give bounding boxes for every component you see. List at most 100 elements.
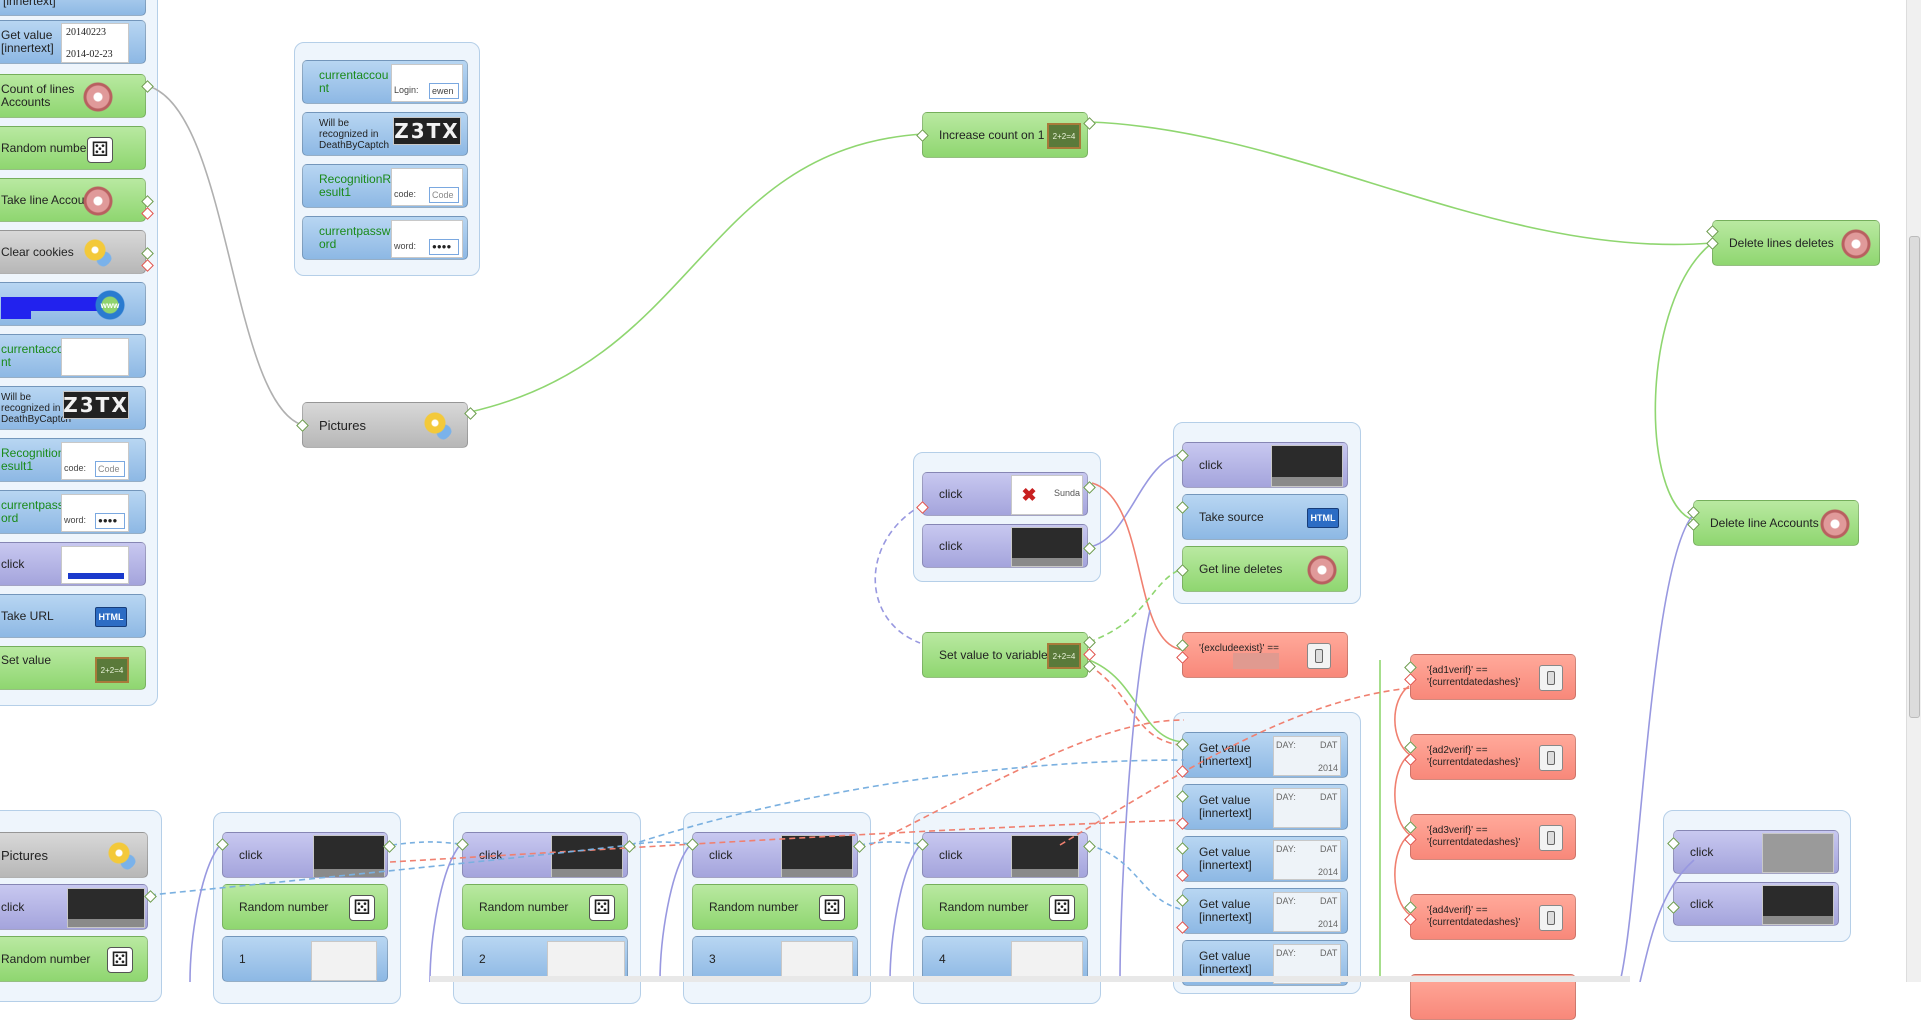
horizontal-scrollbar[interactable] — [430, 976, 1630, 982]
node-label: 2 — [479, 951, 486, 966]
click-node[interactable]: click — [0, 884, 148, 930]
dice-icon: ⚄ — [1049, 895, 1075, 921]
ad1-condition-node[interactable]: '{ad1verif}' == '{currentdatedashes}' — [1410, 654, 1576, 700]
click-node[interactable]: click ✖ Sunda — [922, 472, 1088, 516]
node-label: Delete line Accounts — [1710, 515, 1819, 530]
node-label: Count of lines Accounts — [1, 82, 75, 109]
random-number-node[interactable]: Random number ⚄ — [0, 126, 146, 170]
node-label: click — [479, 847, 503, 862]
get-line-deletes-node[interactable]: Get line deletes — [1182, 546, 1348, 592]
ad2-condition-node[interactable]: '{ad2verif}' == '{currentdatedashes}' — [1410, 734, 1576, 780]
switch-icon — [1539, 825, 1563, 851]
get-value-node[interactable]: Get value [innertext] 20140223 2014-02-2… — [0, 20, 146, 64]
element-preview — [311, 941, 377, 981]
recognition-result-node[interactable]: RecognitionR esult1 code: Code — [0, 438, 146, 482]
pictures-node[interactable]: Pictures — [0, 832, 148, 878]
node-label: Random number — [939, 899, 1029, 914]
node-label: Set value to variable — [939, 647, 1048, 662]
click-node[interactable]: click — [462, 832, 628, 878]
click-node[interactable]: click — [222, 832, 388, 878]
node-label: Will be recognized in DeathByCaptch — [1, 391, 72, 425]
take-line-node[interactable]: Take line Accounts — [0, 178, 146, 222]
get-value-node[interactable]: Get value [innertext] DAY: DAT 2014 — [1182, 836, 1348, 882]
exclude-condition-node[interactable]: '{excludeexist}' == — [1182, 632, 1348, 678]
dice-icon: ⚄ — [819, 895, 845, 921]
currentpassword-variable-node[interactable]: currentpassw ord word: ●●●● — [302, 216, 468, 260]
click-node[interactable]: click — [1673, 882, 1839, 926]
click-node[interactable]: click — [922, 524, 1088, 568]
set-value-node-partial[interactable]: Set value 2+2=4 — [0, 646, 146, 690]
captcha-note-node[interactable]: Will be recognized in DeathByCaptch Z3TX — [302, 112, 468, 156]
date-preview: 20140223 2014-02-23 — [61, 23, 129, 63]
random-number-node[interactable]: Random number ⚄ — [0, 936, 148, 982]
node-label: '{ad1verif}' == '{currentdatedashes}' — [1427, 665, 1521, 688]
node-label: click — [1, 899, 25, 914]
ad3-condition-node[interactable]: '{ad3verif}' == '{currentdatedashes}' — [1410, 814, 1576, 860]
random-number-node[interactable]: Random number ⚄ — [692, 884, 858, 930]
increase-count-node[interactable]: Increase count on 1 2+2=4 — [922, 112, 1088, 158]
scrollbar-thumb[interactable] — [1909, 236, 1920, 718]
vertical-scrollbar[interactable] — [1906, 0, 1921, 982]
node-label: Get value [innertext] — [1199, 793, 1252, 820]
element-preview — [1011, 835, 1079, 877]
gear-icon — [83, 82, 113, 112]
node-label: Increase count on 1 — [939, 127, 1045, 142]
indexed-node[interactable]: 1 — [222, 936, 388, 982]
node-label: click — [939, 538, 963, 553]
redacted-label — [1, 311, 31, 319]
node-label: Will be recognized in DeathByCaptch — [319, 117, 390, 151]
currentpassword-variable-node[interactable]: currentpassw ord word: ●●●● — [0, 490, 146, 534]
node-label: click — [1690, 844, 1714, 859]
pictures-node[interactable]: Pictures — [302, 402, 468, 448]
element-preview: ✖ Sunda — [1011, 475, 1083, 515]
ad4-condition-node[interactable]: '{ad4verif}' == '{currentdatedashes}' — [1410, 894, 1576, 940]
login-field-preview: Login: ewen — [391, 64, 463, 102]
click-node[interactable]: click — [692, 832, 858, 878]
currentaccount-variable-node[interactable]: currentaccou nt Login: ewen — [302, 60, 468, 104]
node-label: currentaccou nt — [319, 68, 389, 95]
web-icon: www — [95, 290, 125, 320]
set-value-to-variable-node[interactable]: Set value to variable 2+2=4 — [922, 632, 1088, 678]
clear-cookies-node[interactable]: Clear cookies — [0, 230, 146, 274]
switch-icon — [1539, 665, 1563, 691]
switch-icon — [1539, 745, 1563, 771]
random-number-node[interactable]: Random number ⚄ — [922, 884, 1088, 930]
take-source-node[interactable]: Take source HTML — [1182, 494, 1348, 540]
node-label: Get value [innertext] — [1199, 741, 1252, 768]
random-number-node[interactable]: Random number ⚄ — [462, 884, 628, 930]
captcha-note-node[interactable]: Will be recognized in DeathByCaptch Z3TX — [0, 386, 146, 430]
switch-icon — [1539, 905, 1563, 931]
node-label: Pictures — [1, 847, 48, 863]
click-node[interactable]: click — [1182, 442, 1348, 488]
html-icon: HTML — [1307, 508, 1339, 528]
get-value-node[interactable]: Get value [innertext] DAY: DAT 2014 — [1182, 732, 1348, 778]
node-label: currentpassw ord — [319, 224, 391, 251]
indexed-node[interactable]: 4 — [922, 936, 1088, 982]
element-preview — [1271, 445, 1343, 487]
count-of-lines-node[interactable]: Count of lines Accounts — [0, 74, 146, 118]
get-value-node[interactable]: Get value [innertext] DAY: DAT — [1182, 784, 1348, 830]
click-node[interactable]: click — [922, 832, 1088, 878]
random-number-node[interactable]: Random number ⚄ — [222, 884, 388, 930]
node-label: currentaccou nt — [1, 342, 71, 369]
currentaccount-variable-node[interactable]: currentaccou nt — [0, 334, 146, 378]
node-label: Clear cookies — [1, 244, 74, 259]
dice-icon: ⚄ — [87, 137, 113, 163]
delete-lines-deletes-node[interactable]: Delete lines deletes — [1712, 220, 1880, 266]
click-node[interactable]: click — [1673, 830, 1839, 874]
delete-line-accounts-node[interactable]: Delete line Accounts — [1693, 500, 1859, 546]
node-label: Get line deletes — [1199, 561, 1283, 576]
node-label: click — [939, 486, 963, 501]
recognition-result-node[interactable]: RecognitionR esult1 code: Code — [302, 164, 468, 208]
click-node[interactable]: click — [0, 542, 146, 586]
indexed-node[interactable]: 3 — [692, 936, 858, 982]
take-url-node[interactable]: Take URL HTML — [0, 594, 146, 638]
element-preview — [551, 835, 623, 877]
get-value-node[interactable]: Get value [innertext] DAY: DAT 2014 — [1182, 888, 1348, 934]
web-node[interactable]: www — [0, 282, 146, 326]
node-label: click — [709, 847, 733, 862]
node-label: Set value — [1, 652, 52, 667]
html-icon: HTML — [95, 607, 127, 627]
indexed-node[interactable]: 2 — [462, 936, 628, 982]
get-value-node-partial[interactable]: [innertext] — [0, 0, 146, 16]
